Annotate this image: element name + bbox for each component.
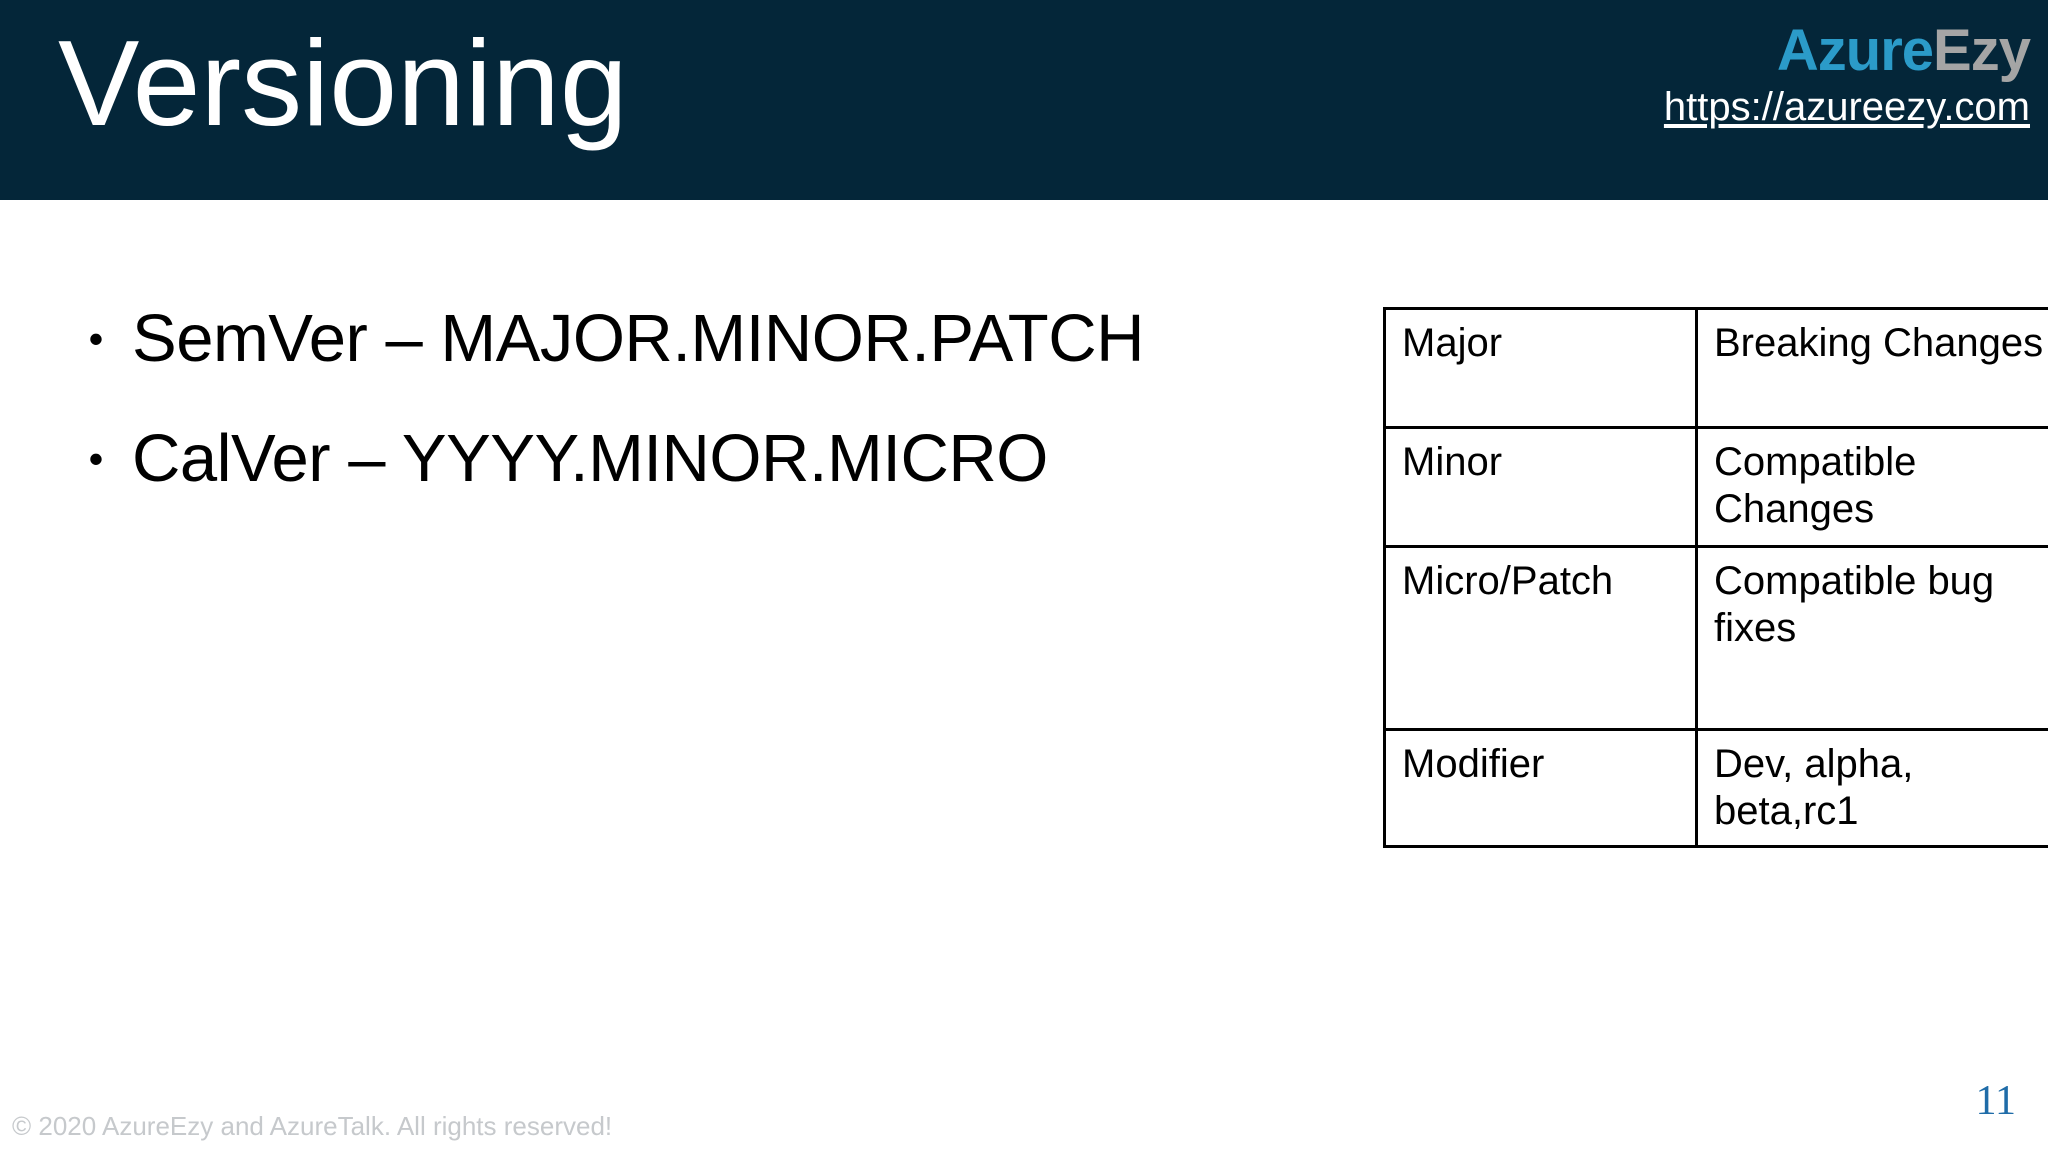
brand-wordmark-primary: Azure: [1776, 18, 1934, 83]
bullet-list: • SemVer – MAJOR.MINOR.PATCH • CalVer – …: [60, 290, 1330, 530]
bullet-dot-icon: •: [88, 315, 104, 362]
table-cell-description: Compatible Changes: [1695, 426, 2048, 548]
brand-wordmark-secondary: Ezy: [1933, 18, 2031, 83]
table-cell-term: Minor: [1383, 426, 1698, 548]
table-cell-term: Major: [1383, 307, 1698, 429]
table-row: Modifier Dev, alpha, beta,rc1: [1383, 727, 2048, 849]
version-terms-table: Major Breaking Changes Minor Compatible …: [1383, 307, 2048, 849]
list-item-label: CalVer – YYYY.MINOR.MICRO: [132, 421, 1048, 496]
page-number: 11: [1975, 1078, 2016, 1124]
bullet-dot-icon: •: [88, 435, 104, 482]
list-item: • CalVer – YYYY.MINOR.MICRO: [60, 410, 1330, 508]
list-item-label: SemVer – MAJOR.MINOR.PATCH: [132, 301, 1145, 376]
brand-logo: AzureEzy https://azureezy.com: [1663, 22, 2031, 129]
table-row: Major Breaking Changes: [1383, 307, 2048, 429]
header-band: Versioning AzureEzy https://azureezy.com: [0, 0, 2048, 200]
table-cell-description: Breaking Changes: [1695, 307, 2048, 429]
table-cell-description: Compatible bug fixes: [1695, 545, 2048, 731]
table-row: Minor Compatible Changes: [1383, 426, 2048, 548]
copyright-notice: © 2020 AzureEzy and AzureTalk. All right…: [12, 1110, 613, 1141]
table-row: Micro/Patch Compatible bug fixes: [1383, 545, 2048, 731]
table-cell-description: Dev, alpha, beta,rc1: [1695, 727, 2048, 849]
page-title: Versioning: [58, 15, 628, 151]
table-cell-term: Modifier: [1383, 727, 1698, 849]
table-cell-term: Micro/Patch: [1383, 545, 1698, 731]
brand-wordmark: AzureEzy: [1664, 22, 2031, 80]
brand-url-link[interactable]: https://azureezy.com: [1663, 85, 2030, 129]
list-item: • SemVer – MAJOR.MINOR.PATCH: [60, 290, 1330, 388]
